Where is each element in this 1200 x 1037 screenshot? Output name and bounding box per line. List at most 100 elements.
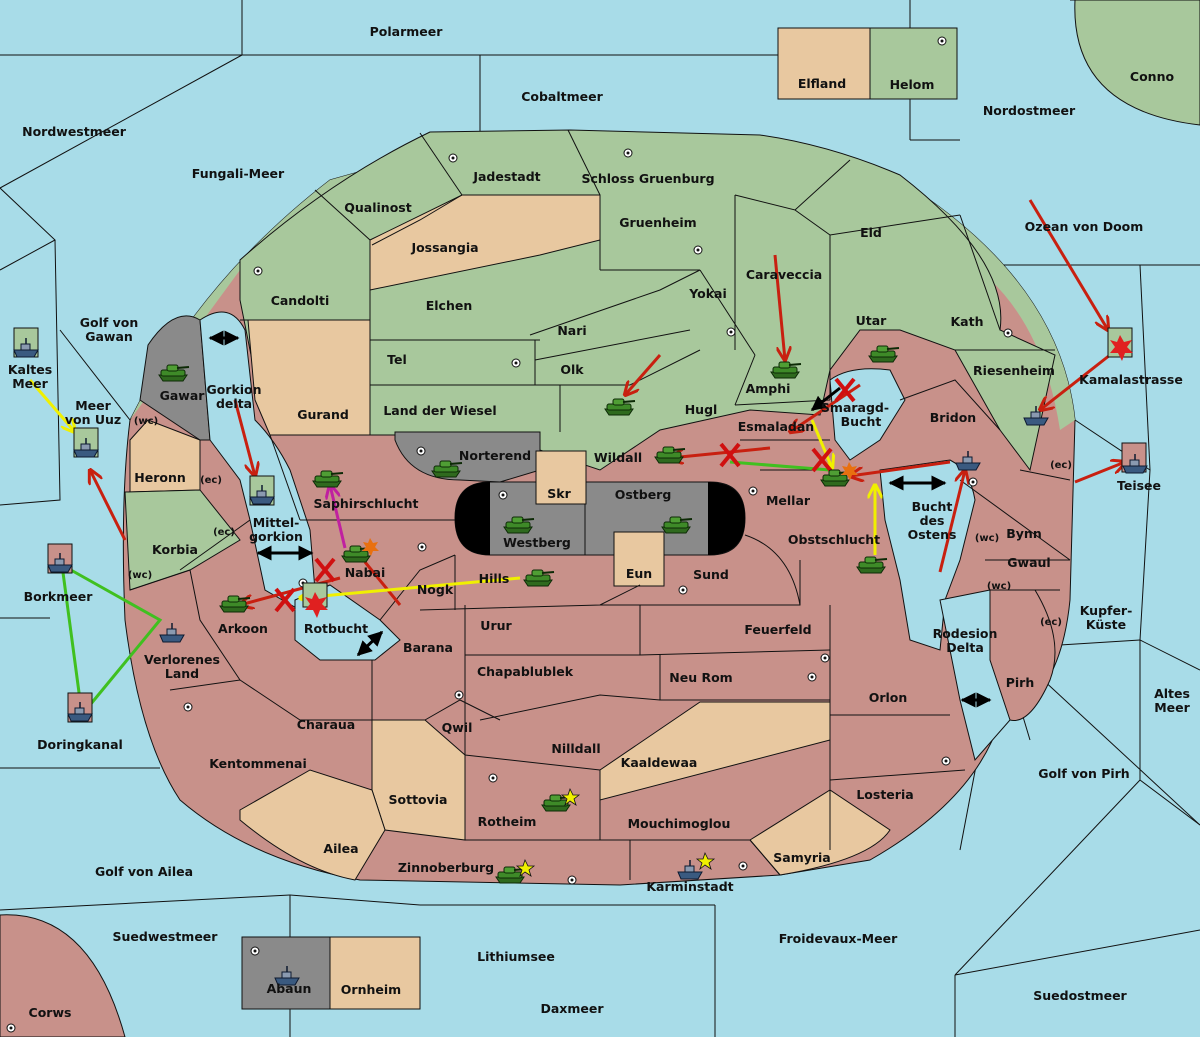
label-altes-2: Meer — [1154, 700, 1190, 715]
label-uuz-1: Meer — [75, 398, 111, 413]
label-suedwestmeer: Suedwestmeer — [113, 929, 219, 944]
region-ornheim[interactable] — [329, 936, 421, 1010]
label-kamalastrasse: Kamalastrasse — [1079, 372, 1183, 387]
label-wc: (wc) — [987, 581, 1011, 592]
label-wc: (wc) — [134, 416, 158, 427]
label-chapa: Chapablublek — [477, 664, 574, 679]
supply-center — [738, 861, 748, 871]
star-marker — [695, 851, 716, 871]
label-ostberg: Ostberg — [615, 487, 672, 502]
label-jadestadt: Jadestadt — [472, 169, 540, 184]
label-fungali: Fungali-Meer — [192, 166, 285, 181]
supply-center — [820, 653, 830, 663]
label-elfland: Elfland — [798, 76, 846, 91]
label-nordwestmeer: Nordwestmeer — [22, 124, 127, 139]
capsule-end-right — [708, 482, 745, 555]
order-arrow — [1028, 199, 1108, 330]
label-hills: Hills — [479, 571, 510, 586]
label-cobaltmeer: Cobaltmeer — [521, 89, 603, 104]
label-rotbucht: Rotbucht — [304, 621, 368, 636]
label-smaragd-1: Smaragd- — [821, 400, 889, 415]
label-skr: Skr — [547, 486, 571, 501]
label-kupfer-2: Küste — [1086, 617, 1126, 632]
label-ailea: Ailea — [323, 841, 358, 856]
label-zinnoberburg: Zinnoberburg — [398, 860, 494, 875]
label-amphi: Amphi — [746, 381, 791, 396]
label-ec: (ec) — [1050, 460, 1072, 471]
order-line — [363, 561, 402, 606]
label-kath: Kath — [951, 314, 984, 329]
label-bucht-2: des — [920, 513, 945, 528]
label-bucht-1: Bucht — [912, 499, 953, 514]
region-norterend[interactable] — [394, 431, 541, 483]
order-arrow — [938, 470, 965, 573]
label-norterend: Norterend — [459, 448, 531, 463]
label-arkoon: Arkoon — [218, 621, 268, 636]
label-daxmeer: Daxmeer — [540, 1001, 604, 1016]
region-skr[interactable] — [535, 450, 587, 505]
capsule-end-left — [455, 482, 490, 555]
label-nogk: Nogk — [417, 582, 454, 597]
label-ornheim: Ornheim — [341, 982, 401, 997]
label-olk: Olk — [560, 362, 584, 377]
star-marker — [515, 858, 536, 878]
order-arrow — [330, 485, 347, 549]
orders-layer — [28, 199, 1125, 708]
label-verlorenes-2: Land — [165, 666, 199, 681]
region-heronn[interactable] — [129, 419, 201, 493]
label-golf-pirh: Golf von Pirh — [1038, 766, 1129, 781]
label-corws: Corws — [29, 1005, 72, 1020]
supply-center — [1003, 328, 1013, 338]
explosion-marker — [1110, 335, 1133, 361]
label-eun: Eun — [626, 566, 652, 581]
label-nari: Nari — [557, 323, 586, 338]
supply-center — [807, 672, 817, 682]
supply-center — [448, 153, 458, 163]
supply-center — [567, 875, 577, 885]
label-ec: (ec) — [200, 475, 222, 486]
region-korbia[interactable] — [124, 489, 241, 591]
canal-arrow — [810, 386, 841, 412]
label-lithiumsee: Lithiumsee — [477, 949, 555, 964]
label-eld: Eld — [860, 225, 882, 240]
region-conno[interactable] — [1074, 0, 1200, 126]
label-westberg: Westberg — [503, 535, 571, 550]
label-qualinost: Qualinost — [344, 200, 411, 215]
order-arrow — [90, 470, 127, 541]
region-ailea[interactable] — [239, 769, 386, 881]
label-barana: Barana — [403, 640, 453, 655]
label-pirh: Pirh — [1006, 675, 1035, 690]
label-esmaladan: Esmaladan — [738, 419, 814, 434]
label-helom: Helom — [890, 77, 935, 92]
label-gorkion-1: Gorkion — [206, 382, 261, 397]
label-qwil: Qwil — [442, 720, 473, 735]
explosion-marker — [362, 538, 379, 556]
region-corws[interactable] — [0, 914, 126, 1037]
label-nordostmeer: Nordostmeer — [983, 103, 1076, 118]
label-jossangia: Jossangia — [410, 240, 478, 255]
order-arrow — [1040, 353, 1111, 410]
region-westberg-ostberg[interactable] — [454, 481, 746, 556]
region-elfland[interactable] — [777, 27, 871, 100]
label-urur: Urur — [480, 618, 512, 633]
label-suedostmeer: Suedostmeer — [1033, 988, 1127, 1003]
label-uuz-2: von Uuz — [65, 412, 121, 427]
label-rodesion-1: Rodesion — [933, 626, 998, 641]
label-teisee: Teisee — [1117, 478, 1161, 493]
supply-center — [748, 486, 758, 496]
order-arrow — [1074, 462, 1125, 484]
label-yokai: Yokai — [688, 286, 727, 301]
label-saphirschlucht: Saphirschlucht — [314, 496, 419, 511]
label-gawar: Gawar — [160, 388, 206, 403]
label-tel: Tel — [387, 352, 407, 367]
label-bynn: Bynn — [1006, 526, 1041, 541]
label-abaun: Abaun — [267, 981, 312, 996]
region-samyria[interactable] — [749, 789, 891, 876]
label-gurand: Gurand — [297, 407, 349, 422]
label-bridon: Bridon — [930, 410, 976, 425]
canal-arrow — [356, 630, 384, 657]
label-golf-gawan-2: Gawan — [85, 329, 133, 344]
label-heronn: Heronn — [134, 470, 186, 485]
